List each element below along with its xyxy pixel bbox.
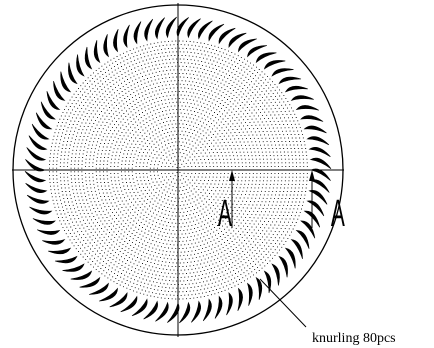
knurl-mark (271, 68, 294, 77)
knurl-mark (165, 16, 177, 39)
knurl-mark (306, 136, 330, 146)
knurl-mark (31, 123, 50, 140)
knurl-mark (25, 183, 48, 193)
knurl-mark (131, 298, 148, 317)
knurl-mark (247, 45, 267, 58)
knurl-mark (290, 95, 314, 102)
knurl-mark (89, 282, 109, 295)
knurl-mark (109, 292, 128, 308)
knurl-mark (26, 147, 47, 161)
knurl-mark (226, 292, 233, 316)
knurl-mark (263, 270, 272, 294)
knurl-mark (26, 194, 50, 204)
knurl-mark (143, 300, 158, 320)
knurl-mark (309, 157, 332, 169)
knurl-mark (176, 17, 189, 38)
knurl-mark (60, 71, 72, 93)
knurl-mark (238, 38, 257, 53)
section-label-left: A (218, 193, 232, 235)
knurl-mark (255, 52, 277, 64)
dotted-perforation-field (49, 40, 308, 300)
knurl-mark (308, 147, 331, 157)
knurl-mark (300, 220, 316, 239)
knurl-mark (308, 190, 328, 205)
outer-rim-circle (12, 4, 344, 336)
knurl-mark (155, 301, 169, 322)
knurl-mark (263, 60, 286, 70)
knurl-mark (79, 276, 101, 288)
knurl-mark (246, 282, 253, 306)
knurl-mark (103, 34, 110, 58)
knurl-mark (123, 24, 130, 48)
knurl-mark (306, 200, 325, 217)
knurl-mark (214, 295, 223, 319)
knurl-mark (46, 91, 61, 110)
knurl-mark (300, 115, 324, 122)
knurl-mark (284, 85, 308, 93)
knurl-mark (208, 23, 225, 42)
knurl-mark (191, 300, 201, 323)
knurl-mark (37, 229, 61, 235)
knurl-mark (218, 27, 236, 45)
knurl-mark (35, 112, 53, 130)
knurl-mark (133, 21, 142, 45)
knurl-mark (93, 40, 101, 64)
knurl-mark (42, 238, 66, 245)
knurl-mark (32, 218, 56, 225)
knurl-mark (144, 18, 154, 42)
knurl-mark (202, 298, 212, 322)
knurl-mark (295, 230, 310, 249)
section-a-a-marker: A A (218, 170, 345, 235)
knurl-mark (48, 247, 72, 255)
knurl-mark (99, 287, 118, 302)
knurl-mark (187, 18, 201, 39)
perforation-dots (49, 40, 308, 300)
knurl-mark (62, 263, 85, 272)
knurl-mark (54, 255, 78, 264)
section-arrow-right (309, 170, 315, 181)
knurl-mark (68, 62, 78, 85)
knurl-mark (237, 287, 243, 311)
knurl-mark (70, 270, 93, 280)
knurl-mark (278, 76, 302, 85)
knurl-mark (271, 263, 280, 286)
knurl-mark (290, 239, 303, 259)
knurl-mark (167, 302, 180, 323)
knurl-mark (284, 247, 296, 269)
knurling-leader-line (259, 278, 307, 328)
knurl-mark (120, 295, 138, 313)
knurl-mark (198, 20, 213, 40)
knurl-mark (255, 276, 263, 300)
knurl-mark (25, 159, 46, 172)
knurl-mark (29, 206, 53, 215)
knurling-label: knurling 80pcs (312, 331, 396, 346)
section-arrow-left (229, 170, 235, 181)
knurl-mark (76, 54, 85, 77)
knurl-mark (28, 135, 48, 150)
knurl-mark (155, 17, 165, 40)
knurl-mark (303, 125, 327, 134)
knurl-mark (310, 168, 331, 181)
knurl-mark (295, 105, 319, 111)
knurl-mark (228, 32, 247, 48)
knurl-mark (278, 255, 288, 278)
section-label-right: A (331, 193, 345, 235)
knurl-mark (53, 81, 66, 101)
knurl-mark (113, 29, 119, 53)
knurl-mark (84, 46, 93, 70)
knurl-mark (40, 101, 56, 120)
knurl-mark (179, 301, 191, 324)
knurl-mark (24, 171, 47, 183)
